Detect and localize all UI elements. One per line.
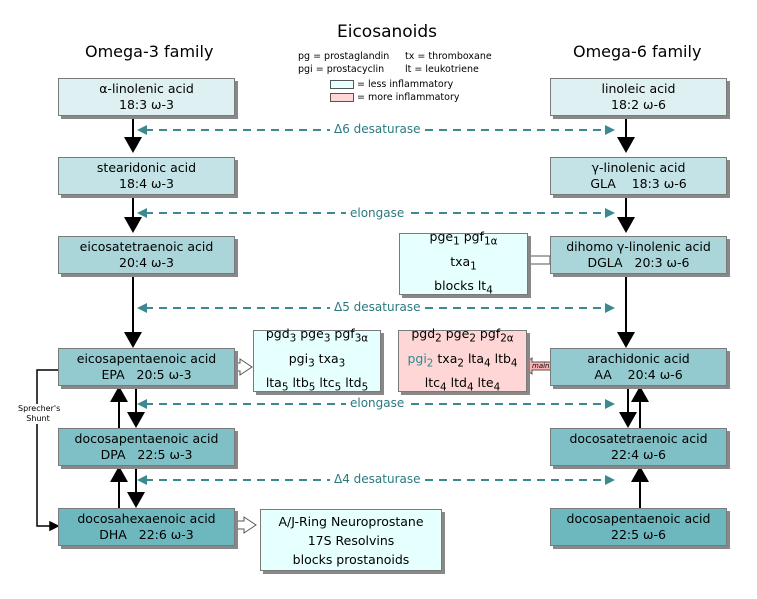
dgla-products-line1: pge1 pgf1α	[429, 229, 498, 248]
dpa-formula: DPA 22:5 ω-3	[100, 447, 193, 462]
epa-products-line3: lta5 ltb5 ltc5 ltd5	[265, 375, 369, 394]
omega3-dha-box[interactable]: docosahexaenoic acid DHA 22:6 ω-3	[58, 508, 235, 546]
enzyme-elongase-1: elongase	[346, 206, 409, 220]
aa-formula: AA 20:4 ω-6	[594, 367, 683, 382]
dgla-name: dihomo γ-linolenic acid	[566, 239, 711, 254]
dgla-products-box: pge1 pgf1α txa1 blocks lt4	[399, 229, 528, 297]
enzyme-delta4-desaturase: Δ4 desaturase	[330, 472, 425, 486]
enzyme-elongase-2: elongase	[346, 396, 409, 410]
legend-more-label: = more inflammatory	[357, 92, 460, 103]
omega6-down-arrows	[617, 116, 649, 510]
legend-pg: pg = prostaglandin	[298, 51, 390, 62]
dha-formula: DHA 22:6 ω-3	[99, 527, 194, 542]
aa-products-box: pgd2 pge2 pgf2α pgi2 txa2 lta4 ltb4 ltc4…	[398, 326, 527, 394]
omega3-down-arrows	[110, 116, 145, 510]
omega3-ala-box[interactable]: α-linolenic acid 18:3 ω-3	[58, 78, 235, 116]
ala-name: α-linolenic acid	[99, 81, 194, 96]
enzyme-dashed-lines	[137, 125, 615, 485]
gla-name: γ-linolenic acid	[591, 160, 686, 175]
dgla-products-line2: txa1	[450, 253, 477, 273]
legend-less-label: = less inflammatory	[357, 79, 454, 90]
epa-products-box: pgd3 pge3 pgf3α pgi3 txa3 lta5 ltb5 ltc5…	[253, 326, 381, 394]
diagram-title: Eicosanoids	[337, 22, 438, 42]
aa-name: arachidonic acid	[587, 351, 690, 366]
omega6-dpa-box[interactable]: docosapentaenoic acid 22:5 ω-6	[550, 508, 727, 546]
legend-less-inflammatory: = less inflammatory	[330, 79, 453, 90]
shunt-line1: Sprecher's	[18, 404, 61, 413]
legend-more-swatch	[330, 93, 354, 102]
dha-products-line1: A/J-Ring Neuroprostane	[278, 513, 424, 529]
omega6-dta-box[interactable]: docosatetraenoic acid 22:4 ω-6	[550, 428, 727, 466]
legend-less-swatch	[330, 80, 354, 89]
epa-products-line2: pgi3 txa3	[288, 350, 346, 370]
omega6-family-heading: Omega-6 family	[573, 42, 702, 61]
epa-name: eicosapentaenoic acid	[76, 351, 217, 366]
dgla-products-line3: blocks lt4	[434, 278, 493, 297]
gla-formula: GLA 18:3 ω-6	[590, 176, 687, 191]
aa-products-line2: pgi2 txa2 lta4 ltb4	[407, 350, 518, 370]
dpa-name: docosapentaenoic acid	[74, 431, 219, 446]
sda-name: stearidonic acid	[96, 160, 197, 175]
aa-products-line1: pgd2 pge2 pgf2α	[411, 326, 514, 345]
omega3-family-heading: Omega-3 family	[85, 42, 214, 61]
shunt-line2: Shunt	[26, 414, 50, 423]
dta-name: docosatetraenoic acid	[569, 431, 708, 446]
ala-formula: 18:3 ω-3	[119, 97, 174, 112]
epa-formula: EPA 20:5 ω-3	[101, 367, 192, 382]
dha-name: docosahexaenoic acid	[77, 511, 216, 526]
sprecher-shunt-line	[36, 369, 60, 532]
main-pathway-label: main	[532, 362, 550, 370]
omega6-gla-box[interactable]: γ-linolenic acid GLA 18:3 ω-6	[550, 157, 727, 195]
la-name: linoleic acid	[601, 81, 676, 96]
la-formula: 18:2 ω-6	[611, 97, 666, 112]
sda-formula: 18:4 ω-3	[119, 176, 174, 191]
enzyme-delta6-desaturase: Δ6 desaturase	[330, 122, 425, 136]
omega3-eta-box[interactable]: eicosatetraenoic acid 20:4 ω-3	[58, 236, 235, 274]
dha-products-line2: 17S Resolvins	[307, 532, 395, 548]
dpa6-formula: 22:5 ω-6	[611, 527, 666, 542]
dha-products-box: A/J-Ring Neuroprostane 17S Resolvins blo…	[260, 509, 442, 571]
dpa6-name: docosapentaenoic acid	[566, 511, 711, 526]
aa-products-line3: ltc4 ltd4 lte4	[424, 375, 501, 394]
omega6-la-box[interactable]: linoleic acid 18:2 ω-6	[550, 78, 727, 116]
omega6-aa-box[interactable]: arachidonic acid AA 20:4 ω-6	[550, 348, 727, 386]
legend-tx: tx = thromboxane	[405, 51, 492, 62]
omega6-dgla-box[interactable]: dihomo γ-linolenic acid DGLA 20:3 ω-6	[550, 236, 727, 274]
legend-pgi: pgi = prostacyclin	[298, 64, 385, 75]
omega3-epa-box[interactable]: eicosapentaenoic acid EPA 20:5 ω-3	[58, 348, 235, 386]
legend-lt: lt = leukotriene	[405, 64, 479, 75]
eta-name: eicosatetraenoic acid	[79, 239, 214, 254]
omega3-dpa-box[interactable]: docosapentaenoic acid DPA 22:5 ω-3	[58, 428, 235, 466]
enzyme-delta5-desaturase: Δ5 desaturase	[330, 300, 425, 314]
dta-formula: 22:4 ω-6	[611, 447, 666, 462]
eta-formula: 20:4 ω-3	[119, 255, 174, 270]
dgla-formula: DGLA 20:3 ω-6	[587, 255, 690, 270]
epa-products-line1: pgd3 pge3 pgf3α	[265, 326, 369, 345]
legend-more-inflammatory: = more inflammatory	[330, 92, 459, 103]
omega3-sda-box[interactable]: stearidonic acid 18:4 ω-3	[58, 157, 235, 195]
dha-products-line3: blocks prostanoids	[292, 551, 410, 567]
sprecher-shunt-label: Sprecher's Shunt	[18, 404, 61, 424]
